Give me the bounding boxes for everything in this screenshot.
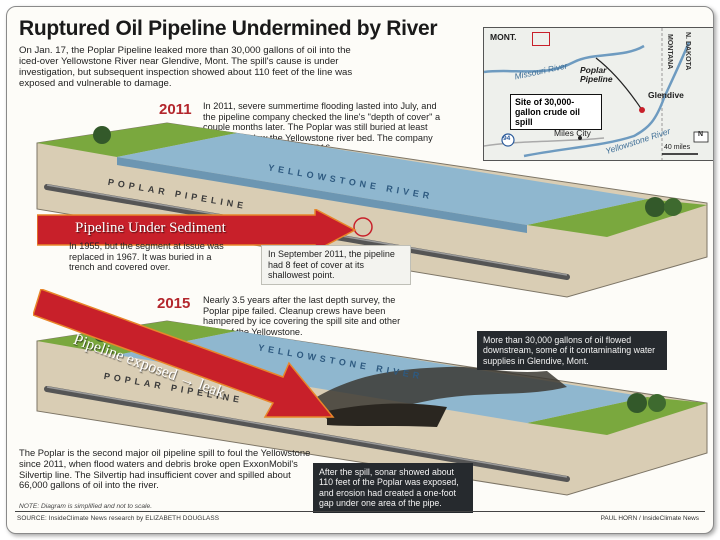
north-arrow-icon: N — [698, 131, 704, 138]
yellowstone-river-line — [523, 41, 691, 158]
artist-credit: PAUL HORN / InsideClimate News — [600, 515, 699, 522]
bottom-divider — [15, 511, 705, 512]
infographic-frame: Ruptured Oil Pipeline Undermined by Rive… — [6, 6, 714, 534]
state-label-montana: MONTANA — [666, 34, 673, 70]
year-2015-label: 2015 — [157, 295, 191, 312]
diagram-note: NOTE: Diagram is simplified and not to s… — [19, 503, 153, 510]
spill-site-label: Site of 30,000-gallon crude oil spill — [510, 94, 602, 130]
arrow-2-shape — [33, 289, 335, 418]
map-inset-label: MONT. — [490, 32, 517, 42]
section-2015-text: Nearly 3.5 years after the last depth su… — [203, 295, 401, 337]
sonar-callout: After the spill, sonar showed about 110 … — [313, 463, 473, 513]
state-label-nd: N. DAKOTA — [684, 32, 691, 71]
intro-paragraph: On Jan. 17, the Poplar Pipeline leaked m… — [19, 45, 353, 89]
september-2011-note: In September 2011, the pipeline had 8 fe… — [261, 245, 411, 285]
depth-check-circle-2011 — [353, 217, 373, 237]
grass-left-2011 — [37, 123, 237, 157]
glendive-label: Glendive — [648, 90, 684, 100]
pipeline-line — [595, 57, 643, 111]
arrow-1-shape — [37, 209, 357, 251]
miles-city-label: Miles City — [554, 128, 591, 138]
highway-shield-icon: 94 — [503, 135, 511, 142]
bottom-paragraph: The Poplar is the second major oil pipel… — [19, 447, 311, 491]
exposed-pipe-scour — [327, 403, 447, 427]
inset-highlight — [532, 32, 550, 46]
poplar-pipeline-label: Poplar Pipeline — [580, 65, 613, 84]
spill-flow-callout: More than 30,000 gallons of oil flowed d… — [477, 331, 667, 371]
left-history-note: In 1955, but the segment at issue was re… — [69, 241, 224, 273]
year-2011-label: 2011 — [159, 101, 192, 118]
locator-map: MONT. MONTANA N. DAKOTA Missouri River P… — [483, 27, 713, 161]
missouri-river-line — [484, 44, 645, 74]
river-2011 — [117, 133, 647, 225]
source-credit: SOURCE: InsideClimate News research by E… — [17, 515, 220, 522]
pipeline-2015 — [44, 386, 570, 482]
page-title: Ruptured Oil Pipeline Undermined by Rive… — [19, 17, 438, 40]
map-scale-label: 40 miles — [664, 144, 691, 151]
spill-site-marker — [639, 107, 645, 113]
arrow-1-label: Pipeline Under Sediment — [75, 220, 226, 236]
